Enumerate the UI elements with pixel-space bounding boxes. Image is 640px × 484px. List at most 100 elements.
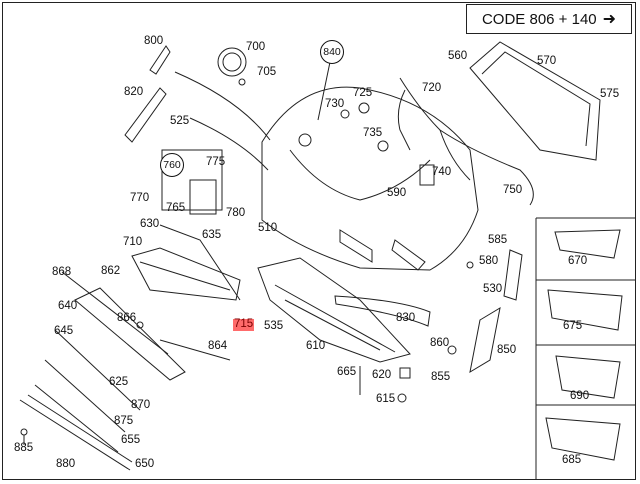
callout-760: 760 <box>160 153 184 177</box>
callout-860: 860 <box>430 337 450 349</box>
part-640-grille <box>74 287 186 381</box>
callout-530: 530 <box>483 283 503 295</box>
callout-700: 700 <box>246 41 266 53</box>
part-820 <box>124 87 167 143</box>
callout-862: 862 <box>101 265 121 277</box>
part-700-emblem-inner <box>222 52 242 72</box>
frame-rib <box>139 261 231 291</box>
part-645-strip <box>54 329 141 411</box>
leader-line <box>189 117 269 171</box>
part-705 <box>238 78 246 86</box>
callout-570: 570 <box>537 55 557 67</box>
part-875-strip <box>34 384 119 453</box>
part-510-bumper <box>261 86 479 271</box>
callout-635: 635 <box>202 229 222 241</box>
code-box: CODE 806 + 140 ➜ <box>466 4 632 34</box>
callout-535: 535 <box>264 320 284 332</box>
callout-740: 740 <box>432 166 452 178</box>
callout-645: 645 <box>54 325 74 337</box>
callout-640: 640 <box>58 300 78 312</box>
part-830-trim <box>334 295 431 327</box>
part-870-strip <box>44 359 126 433</box>
callout-710: 710 <box>123 236 143 248</box>
callout-575: 575 <box>600 88 620 100</box>
harness-branch <box>439 129 471 181</box>
callout-735: 735 <box>363 127 383 139</box>
leader-line <box>174 71 271 141</box>
callout-625: 625 <box>109 376 129 388</box>
callout-720: 720 <box>422 82 442 94</box>
callout-880: 880 <box>56 458 76 470</box>
callout-525: 525 <box>170 115 190 127</box>
callout-780: 780 <box>226 207 246 219</box>
callout-750: 750 <box>503 184 523 196</box>
part-735-sensor <box>377 140 389 152</box>
part-740-bracket <box>419 164 435 186</box>
part-720-harness <box>399 77 534 206</box>
star-badge <box>298 133 312 147</box>
callout-650: 650 <box>135 458 155 470</box>
callout-715: 715 <box>233 318 255 331</box>
callout-885: 885 <box>14 442 34 454</box>
callout-725: 725 <box>353 87 373 99</box>
callout-830: 830 <box>396 312 416 324</box>
grille-slats <box>481 51 591 147</box>
callout-840: 840 <box>320 40 344 64</box>
callout-670: 670 <box>568 255 588 267</box>
callout-730: 730 <box>325 98 345 110</box>
part-530-bracket <box>503 249 523 301</box>
callout-875: 875 <box>114 415 134 427</box>
part-765-plate <box>189 179 217 215</box>
callout-615: 615 <box>376 393 396 405</box>
part-615-clip <box>397 393 407 403</box>
callout-800: 800 <box>144 35 164 47</box>
callout-864: 864 <box>208 340 228 352</box>
bumper-vent <box>339 229 373 263</box>
part-650-strip <box>19 399 131 471</box>
callout-610: 610 <box>306 340 326 352</box>
part-675-light <box>547 289 623 331</box>
callout-690: 690 <box>570 390 590 402</box>
bumper-contour <box>289 149 431 201</box>
part-710-frame <box>131 247 241 301</box>
callout-665: 665 <box>337 366 357 378</box>
callout-590: 590 <box>387 187 407 199</box>
part-850-bracket <box>469 306 501 374</box>
diagram-frame <box>2 2 636 480</box>
callout-770: 770 <box>130 192 150 204</box>
callout-510: 510 <box>258 222 278 234</box>
callout-765: 765 <box>166 202 186 214</box>
callout-850: 850 <box>497 344 517 356</box>
part-725-sensor <box>358 102 370 114</box>
callout-630: 630 <box>140 218 160 230</box>
part-800 <box>149 45 171 75</box>
part-630-bracket <box>159 224 241 301</box>
part-620-nut <box>399 367 411 379</box>
callout-868: 868 <box>52 266 72 278</box>
part-700-emblem <box>217 47 247 77</box>
bumper-vent <box>391 239 426 271</box>
right-arrow-icon: ➜ <box>602 11 617 28</box>
callout-775: 775 <box>206 156 226 168</box>
callout-655: 655 <box>121 434 141 446</box>
part-868-strip <box>61 271 169 355</box>
callout-560: 560 <box>448 50 468 62</box>
part-685-grille <box>545 417 621 461</box>
callout-685: 685 <box>562 454 582 466</box>
undertray-rib <box>274 284 396 353</box>
code-label: CODE 806 + 140 <box>481 10 597 28</box>
part-690-housing <box>555 355 621 399</box>
callout-820: 820 <box>124 86 144 98</box>
callout-675: 675 <box>563 320 583 332</box>
leader-line <box>317 61 331 121</box>
undertray-rib <box>284 299 381 351</box>
part-670-cover <box>554 229 621 259</box>
part-730-ring <box>340 109 350 119</box>
part-655-strip <box>27 394 133 463</box>
harness-branch <box>397 89 411 151</box>
callout-620: 620 <box>372 369 392 381</box>
part-860-clip <box>447 345 457 355</box>
callout-580: 580 <box>479 255 499 267</box>
